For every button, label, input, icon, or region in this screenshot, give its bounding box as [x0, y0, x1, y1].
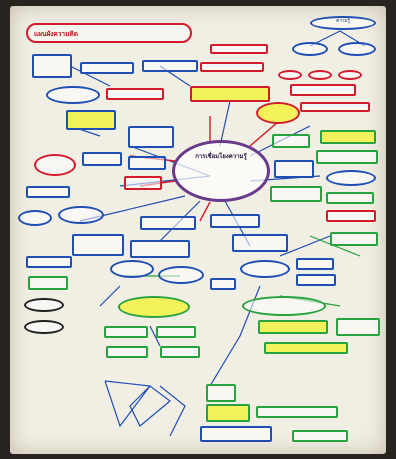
node-right-green-2 [336, 318, 380, 336]
node-left-red [106, 88, 164, 100]
node-mid-2 [130, 240, 190, 258]
node-red-highlight [190, 86, 270, 102]
node-right-2 [316, 150, 378, 164]
node-oval-2 [338, 42, 376, 56]
node-mid-oval [110, 260, 154, 278]
chart-paper: แผนผังความคิด การเชื่อมโยงความรู้ ความรู… [10, 6, 386, 454]
node-green-4 [160, 346, 200, 358]
node-left-4 [128, 126, 174, 148]
map-title: แผนผังความคิด [26, 23, 192, 43]
node-red-3 [290, 84, 356, 96]
node-red-oval [256, 102, 300, 124]
node-right-5 [326, 192, 374, 204]
node-left-5 [82, 152, 122, 166]
node-right-4 [270, 186, 322, 202]
node-mid-1 [140, 216, 196, 230]
node-left-6 [128, 156, 166, 170]
node-right-green-highlight-2 [264, 342, 348, 354]
node-left-7 [26, 186, 70, 198]
central-topic: การเชื่อมโยงความรู้ [172, 140, 270, 202]
node-left-red-2 [124, 176, 162, 190]
node-right-8 [296, 258, 334, 270]
node-left-red-oval [34, 154, 76, 176]
node-left-black-2 [24, 320, 64, 334]
node-right-red [326, 210, 376, 222]
node-right-highlight [320, 130, 376, 144]
node-left-1 [32, 54, 72, 78]
node-green-2 [156, 326, 196, 338]
node-green-1 [104, 326, 148, 338]
node-left-oval [46, 86, 100, 104]
node-green-highlight [118, 296, 190, 318]
node-left-oval-2 [58, 206, 104, 224]
node-bottom-3 [200, 426, 272, 442]
node-left-9 [26, 256, 72, 268]
node-right-9 [296, 274, 336, 286]
node-right-oval-2 [240, 260, 290, 278]
node-left-oval-3 [18, 210, 52, 226]
node-bottom-2 [256, 406, 338, 418]
node-red-small-2 [308, 70, 332, 80]
node-right-1 [272, 134, 310, 148]
node-right-10 [210, 278, 236, 290]
node-right-7 [232, 234, 288, 252]
node-right-green [330, 232, 378, 246]
node-left-green [28, 276, 68, 290]
node-mid-oval-2 [158, 266, 204, 284]
node-red-4 [300, 102, 370, 112]
node-red-1 [210, 44, 268, 54]
node-right-oval [326, 170, 376, 186]
node-red-small-1 [278, 70, 302, 80]
node-bottom-highlight [206, 404, 250, 422]
node-right-green-highlight [258, 320, 328, 334]
node-green-3 [106, 346, 148, 358]
node-bottom-4 [292, 430, 348, 442]
node-right-6 [210, 214, 260, 228]
node-bottom-1 [206, 384, 236, 402]
node-red-2 [200, 62, 264, 72]
node-left-highlight [66, 110, 116, 130]
node-right-green-oval [242, 296, 326, 316]
node-oval-1 [292, 42, 328, 56]
node-red-small-3 [338, 70, 362, 80]
node-left-2 [80, 62, 134, 74]
top-right-oval: ความรู้ [310, 16, 376, 30]
node-right-3 [274, 160, 314, 178]
node-left-black-1 [24, 298, 64, 312]
node-left-8 [72, 234, 124, 256]
node-left-3 [142, 60, 198, 72]
